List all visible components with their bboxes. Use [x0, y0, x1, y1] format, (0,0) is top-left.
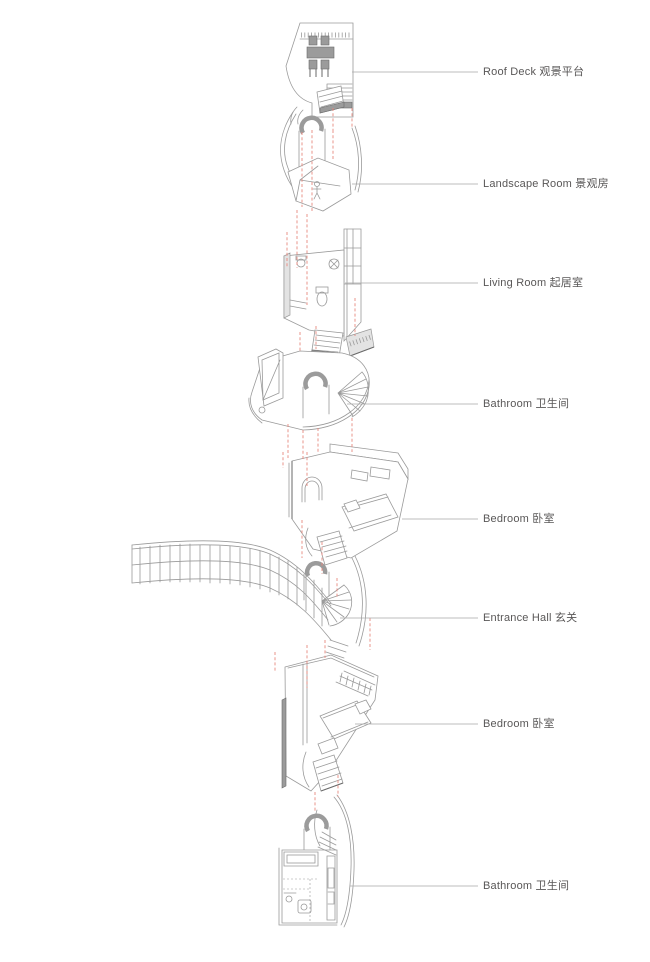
leader-lines [340, 71, 478, 887]
floor-drawing-bedroom-lower [281, 654, 379, 792]
floor-label-bathroom-lower: Bathroom 卫生间 [483, 880, 570, 892]
floor-label-roof-deck: Roof Deck 观景平台 [483, 66, 585, 78]
floor-label-living-room: Living Room 起居室 [483, 277, 584, 289]
floor-drawing-bathroom-lower [278, 794, 355, 928]
floor-drawing-living-room [283, 228, 362, 358]
floor-label-landscape-room: Landscape Room 景观房 [483, 178, 609, 190]
floor-label-bathroom-upper: Bathroom 卫生间 [483, 398, 570, 410]
floor-drawing-entrance-hall [131, 540, 367, 665]
floor-drawing-bathroom-upper [248, 328, 375, 431]
floor-label-bedroom-upper: Bedroom 卧室 [483, 513, 555, 525]
red-connector-lines [274, 108, 371, 812]
floor-label-entrance-hall: Entrance Hall 玄关 [483, 612, 578, 624]
floor-label-bedroom-lower: Bedroom 卧室 [483, 718, 555, 730]
floor-drawing-bedroom-upper [288, 443, 409, 566]
floor-drawing-landscape-room [280, 85, 362, 212]
